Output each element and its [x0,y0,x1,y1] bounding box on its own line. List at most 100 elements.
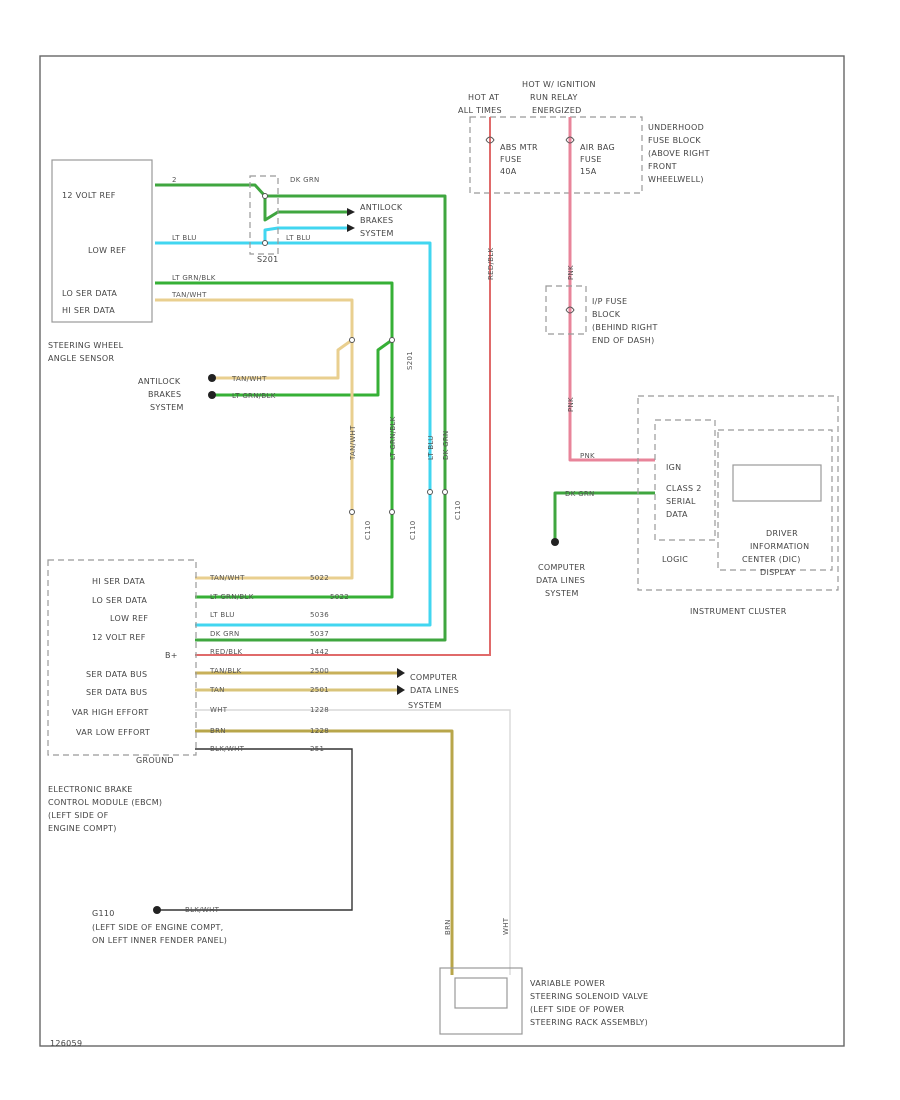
svg-text:S201: S201 [257,255,279,264]
fuse-abs-mtr: ABS MTR FUSE 40A [485,117,538,205]
svg-text:SER DATA BUS: SER DATA BUS [86,670,147,679]
svg-text:TAN/WHT: TAN/WHT [209,574,245,582]
svg-text:IGN: IGN [666,463,681,472]
svg-text:5022: 5022 [310,574,329,582]
svg-text:VAR HIGH EFFORT: VAR HIGH EFFORT [72,708,149,717]
wire-tan-wht-to-abs [215,338,353,380]
svg-text:STEERING SOLENOID VALVE: STEERING SOLENOID VALVE [530,992,648,1001]
abs-system-upper-ref: ANTILOCK BRAKES SYSTEM S201 [257,203,403,264]
svg-text:12 VOLT REF: 12 VOLT REF [92,633,146,642]
svg-text:VARIABLE POWER: VARIABLE POWER [530,979,605,988]
cluster-logic-box [654,419,716,541]
fuse-header: HOT AT ALL TIMES HOT W/ IGNITION RUN REL… [458,80,596,115]
svg-text:(ABOVE RIGHT: (ABOVE RIGHT [648,149,710,158]
svg-text:B+: B+ [165,651,178,660]
svg-text:ABS MTR: ABS MTR [500,143,538,152]
svg-text:DISPLAY: DISPLAY [760,568,795,577]
svg-text:(BEHIND RIGHT: (BEHIND RIGHT [592,323,658,332]
svg-text:LT BLU: LT BLU [427,435,435,460]
instrument-cluster-name: INSTRUMENT CLUSTER [690,607,787,616]
svg-text:FUSE: FUSE [580,155,602,164]
svg-text:LOW REF: LOW REF [88,246,126,255]
connector-dot-icon [208,391,216,399]
dic-display-icon [732,464,822,502]
svg-text:(LEFT SIDE OF: (LEFT SIDE OF [48,811,109,820]
svg-text:I/P FUSE: I/P FUSE [592,297,627,306]
ebcm-pins: HI SER DATA LO SER DATA LOW REF 12 VOLT … [72,577,178,765]
ebcm-box [47,559,197,756]
svg-text:LT BLU: LT BLU [210,611,235,619]
svg-text:HOT W/ IGNITION: HOT W/ IGNITION [522,80,596,89]
wire-lo-ser-data-lt-grn [155,281,394,599]
abs-system-left-ref: ANTILOCK BRAKES SYSTEM [138,374,216,412]
svg-text:5022: 5022 [330,593,349,601]
svg-text:12 VOLT REF: 12 VOLT REF [62,191,116,200]
ground-icon [153,906,161,914]
svg-text:S201: S201 [406,351,414,370]
diagram-frame [39,55,845,1047]
svg-text:LT BLU: LT BLU [286,234,311,242]
steering-sensor-name: STEERING WHEEL ANGLE SENSOR [48,341,123,363]
svg-text:STEERING RACK ASSEMBLY): STEERING RACK ASSEMBLY) [530,1018,648,1027]
svg-text:CONTROL MODULE (EBCM): CONTROL MODULE (EBCM) [48,798,162,807]
instrument-cluster-box [637,395,839,591]
svg-text:FUSE BLOCK: FUSE BLOCK [648,136,701,145]
wire-var-low-brn [195,729,454,975]
wire-var-high-wht [195,709,511,975]
svg-text:TAN/BLK: TAN/BLK [209,667,242,675]
svg-text:BLK/WHT: BLK/WHT [210,745,245,753]
wire-lt-blu-to-abs [263,226,348,243]
svg-text:LT GRN/BLK: LT GRN/BLK [389,416,397,460]
wire-12v-ref-dk-grn [155,183,447,642]
svg-text:PNK: PNK [580,452,595,460]
svg-text:C110: C110 [409,521,417,540]
splice-dots [262,193,448,515]
svg-text:TAN/WHT: TAN/WHT [171,291,207,299]
ip-fuse-block-label: I/P FUSE BLOCK (BEHIND RIGHT END OF DASH… [592,297,658,345]
svg-text:TAN/WHT: TAN/WHT [349,425,357,461]
svg-text:HI SER DATA: HI SER DATA [62,306,115,315]
svg-text:HI SER DATA: HI SER DATA [92,577,145,586]
svg-text:1228: 1228 [310,727,329,735]
arrow-icon [397,685,405,695]
solenoid-box [439,967,523,1035]
svg-text:TAN/WHT: TAN/WHT [231,375,267,383]
svg-text:TAN: TAN [209,686,225,694]
computer-data-lines-ref: COMPUTER DATA LINES SYSTEM [536,538,585,598]
svg-text:PNK: PNK [567,265,575,280]
svg-text:LT GRN/BLK: LT GRN/BLK [210,593,254,601]
svg-text:BLK/WHT: BLK/WHT [185,906,220,914]
cluster-logic-label: IGN CLASS 2 SERIAL DATA LOGIC [662,463,701,564]
svg-text:5036: 5036 [310,611,329,619]
dic-module-box [717,429,833,571]
svg-text:WHT: WHT [210,706,228,714]
wire-lt-grn-to-abs [215,338,393,397]
wire-low-ref-lt-blu [155,241,432,627]
arrow-icon [347,208,355,216]
svg-text:AIR BAG: AIR BAG [580,143,615,152]
svg-text:C110: C110 [454,501,462,520]
svg-text:WHEELWELL): WHEELWELL) [648,175,704,184]
solenoid-label: VARIABLE POWER STEERING SOLENOID VALVE (… [530,979,648,1027]
svg-text:DATA: DATA [666,510,688,519]
svg-text:DK GRN: DK GRN [290,176,320,184]
svg-text:BLOCK: BLOCK [592,310,621,319]
svg-text:SYSTEM: SYSTEM [360,229,394,238]
solenoid-coil-icon [454,977,508,1009]
svg-text:GROUND: GROUND [136,756,174,765]
svg-text:1442: 1442 [310,648,329,656]
arrow-icon [347,224,355,232]
svg-text:(LEFT SIDE OF POWER: (LEFT SIDE OF POWER [530,1005,625,1014]
dic-module-label: DRIVER INFORMATION CENTER (DIC) DISPLAY [742,529,809,577]
svg-text:HOT AT: HOT AT [468,93,499,102]
svg-text:2500: 2500 [310,667,329,675]
steering-sensor-pins: 12 VOLT REF LOW REF LO SER DATA HI SER D… [62,191,126,315]
svg-text:DK GRN: DK GRN [210,630,240,638]
svg-text:LT GRN/BLK: LT GRN/BLK [172,274,216,282]
svg-text:ANTILOCK: ANTILOCK [138,377,181,386]
ground-g110: G110 (LEFT SIDE OF ENGINE COMPT, ON LEFT… [92,906,227,945]
svg-text:SERIAL: SERIAL [666,497,696,506]
svg-text:C110: C110 [364,521,372,540]
